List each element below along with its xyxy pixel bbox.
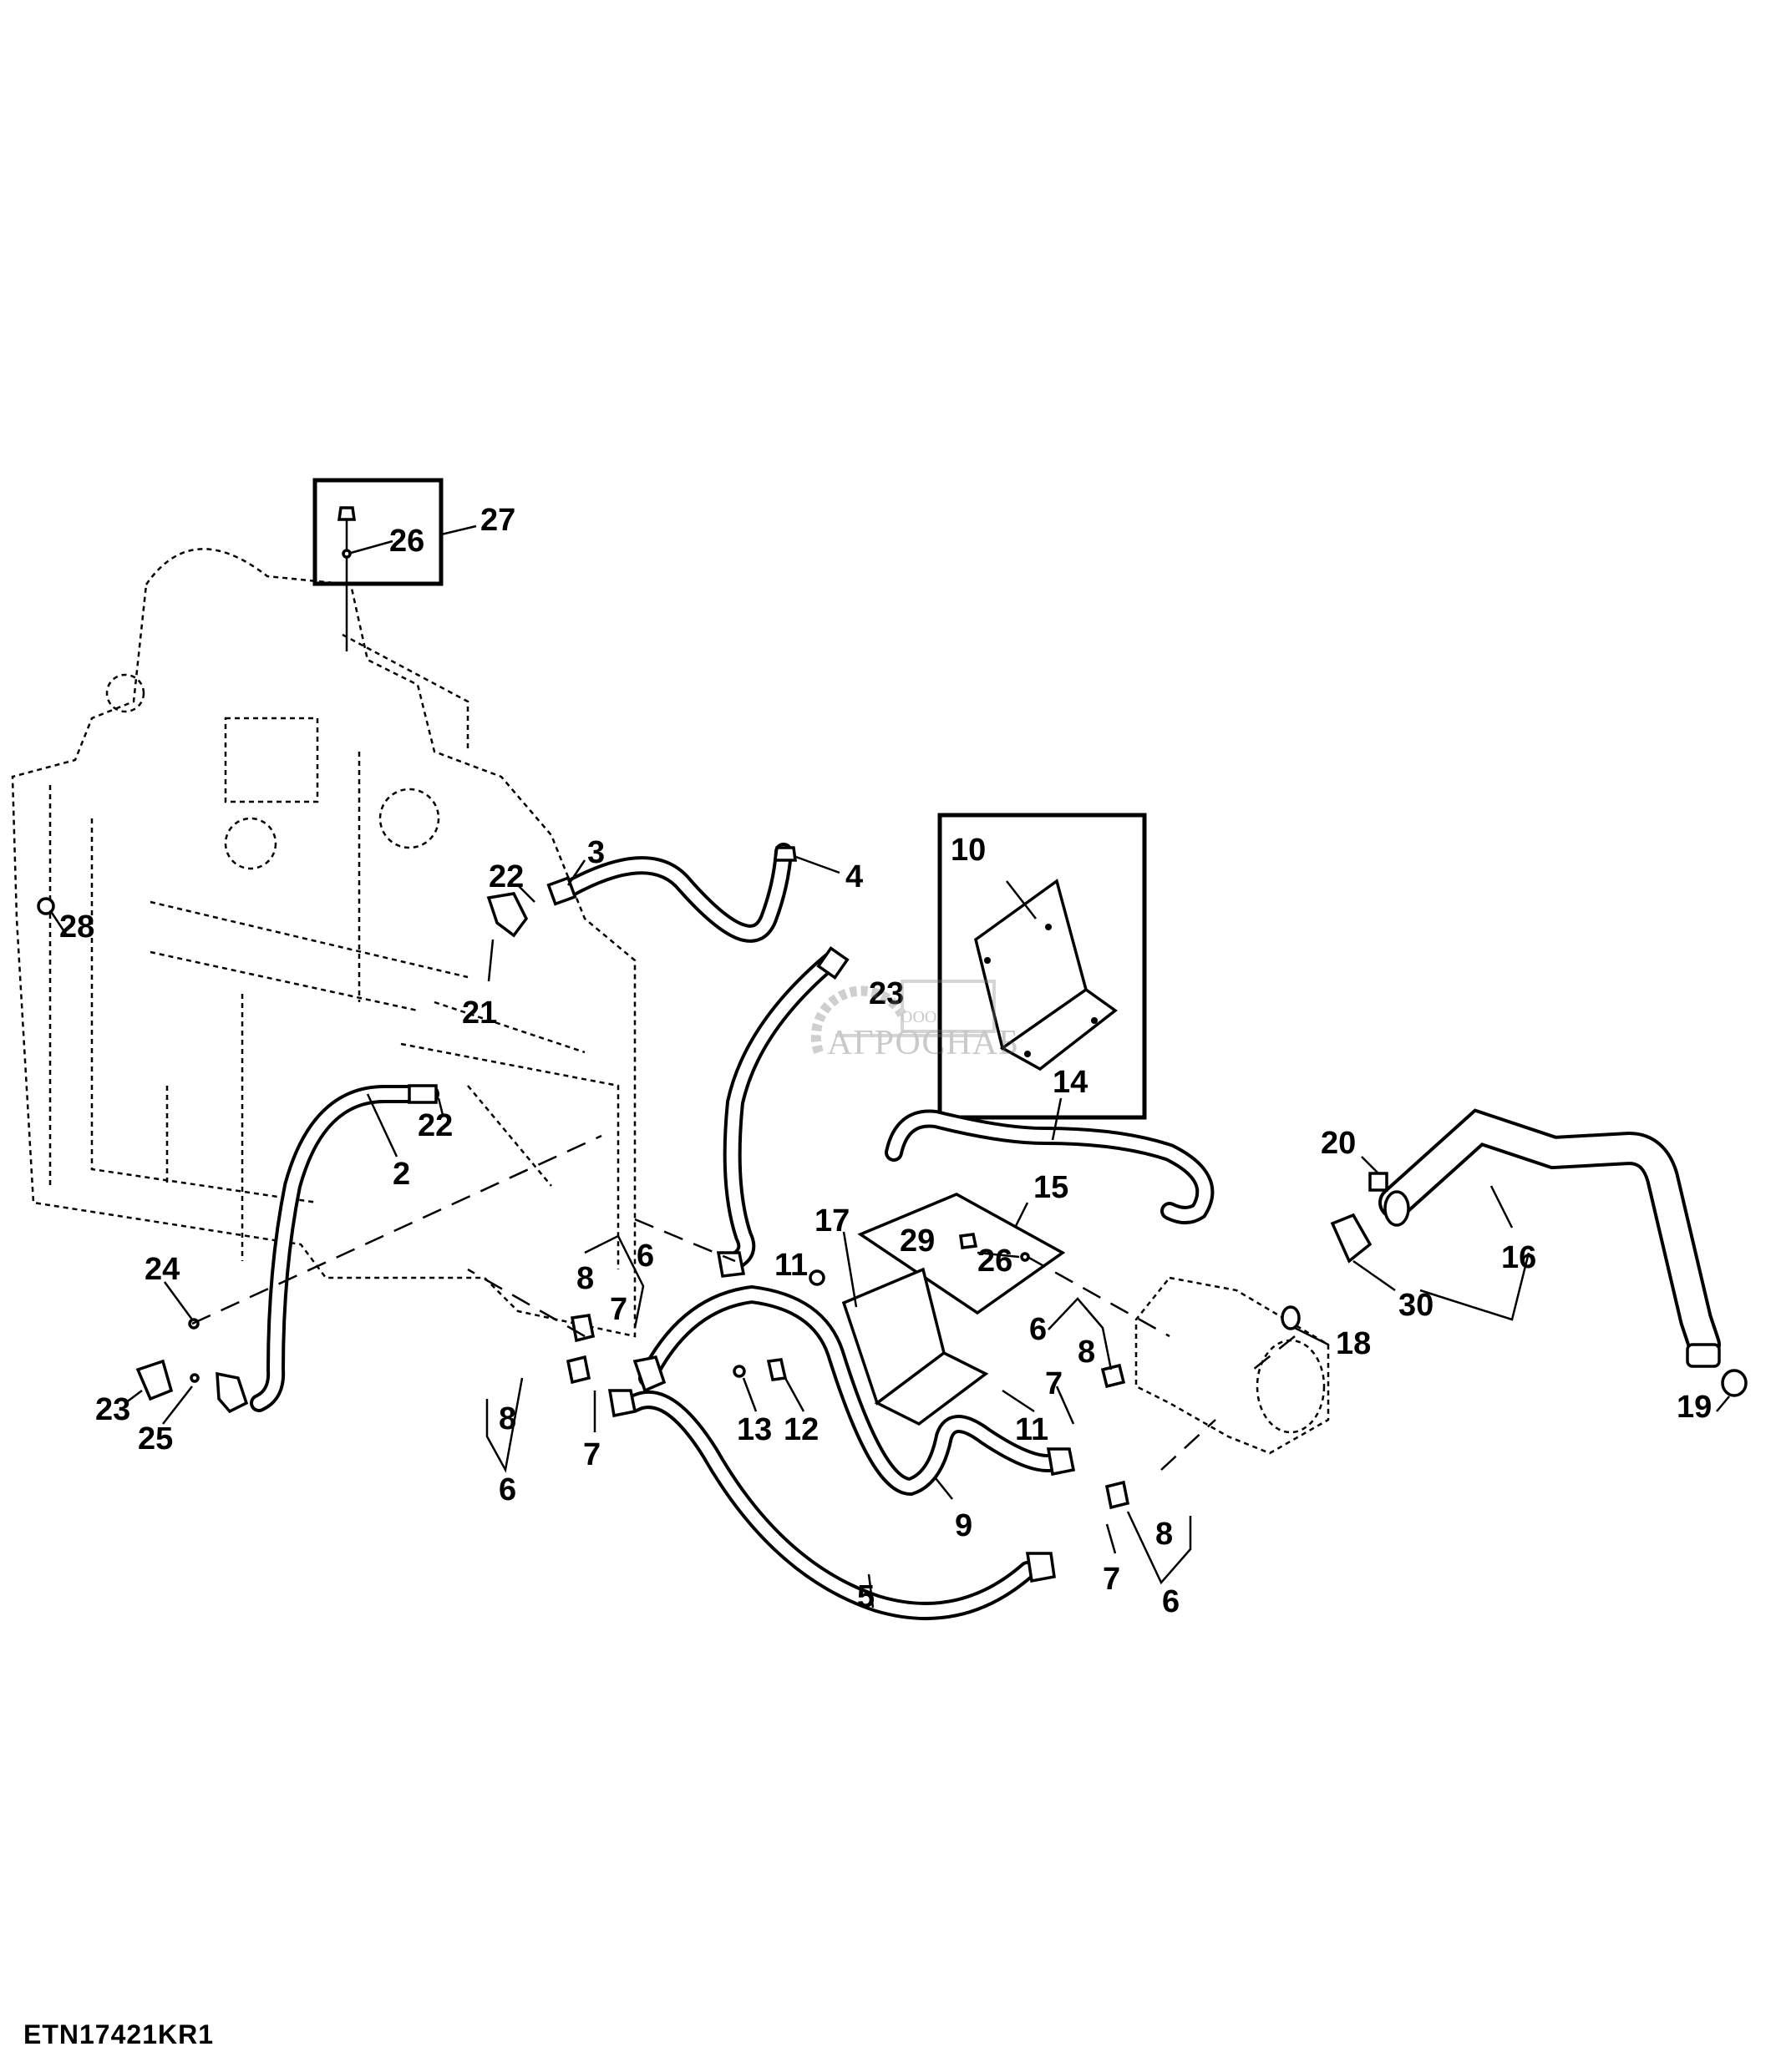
gear-icon xyxy=(810,980,996,1055)
callout-6: 6 xyxy=(499,1472,516,1507)
callout-4: 4 xyxy=(845,859,863,894)
callout-14: 14 xyxy=(1053,1065,1088,1100)
callout-8: 8 xyxy=(499,1401,516,1436)
callout-17: 17 xyxy=(814,1203,850,1239)
callout-23: 23 xyxy=(869,976,904,1011)
callout-22: 22 xyxy=(418,1108,453,1143)
inset-box-plug xyxy=(312,478,444,586)
plug-icon xyxy=(337,506,357,651)
bracket-10-icon xyxy=(974,879,1118,1071)
hose-vertical xyxy=(716,946,850,1278)
callout-6: 6 xyxy=(1029,1312,1047,1347)
transmission-housing xyxy=(11,548,637,1338)
hose-9 xyxy=(632,1284,1076,1497)
callout-3: 3 xyxy=(587,835,605,870)
watermark-name: АГРОСНАБ xyxy=(827,1024,1020,1062)
callout-7: 7 xyxy=(583,1437,601,1472)
callout-20: 20 xyxy=(1321,1126,1356,1161)
callout-5: 5 xyxy=(857,1579,875,1614)
leader-lines xyxy=(48,524,1730,1608)
callout-7: 7 xyxy=(1103,1562,1120,1597)
callout-30: 30 xyxy=(1398,1288,1433,1323)
hose-2 xyxy=(216,1084,439,1414)
small-parts xyxy=(37,897,1748,1510)
callout-27: 27 xyxy=(480,503,515,538)
callout-26: 26 xyxy=(977,1244,1012,1279)
callouts: 27 26 3 4 22 21 28 22 2 23 10 14 15 20 1… xyxy=(59,503,1712,1619)
callout-8: 8 xyxy=(576,1261,594,1296)
callout-25: 25 xyxy=(138,1421,173,1456)
callout-2: 2 xyxy=(393,1157,410,1192)
callout-6: 6 xyxy=(637,1239,654,1274)
clamp-4 xyxy=(774,846,797,862)
plate-15 xyxy=(857,1193,1066,1315)
callout-21: 21 xyxy=(462,995,497,1031)
filter-housing xyxy=(1134,1276,1330,1455)
figure-code: ETN17421KR1 xyxy=(23,2019,214,2049)
watermark-prefix: ООО xyxy=(901,1008,937,1026)
hose-14 xyxy=(885,1109,1215,1224)
callout-9: 9 xyxy=(955,1508,972,1543)
callout-24: 24 xyxy=(145,1252,180,1287)
callout-19: 19 xyxy=(1677,1390,1712,1425)
callout-8: 8 xyxy=(1155,1517,1173,1552)
bracket-17-flange xyxy=(874,1350,989,1426)
callout-11: 11 xyxy=(774,1248,808,1283)
callout-7: 7 xyxy=(610,1292,627,1327)
callout-11: 11 xyxy=(1015,1412,1048,1447)
hose-3 xyxy=(546,843,793,943)
watermark-logo: ООО АГРОСНАБ xyxy=(802,973,1019,1098)
inset-box-bracket xyxy=(937,813,1147,1120)
callout-10: 10 xyxy=(951,833,986,868)
callout-16: 16 xyxy=(1501,1240,1536,1275)
callout-12: 12 xyxy=(784,1412,819,1447)
callout-15: 15 xyxy=(1033,1170,1068,1205)
callout-28: 28 xyxy=(59,909,94,945)
callout-6: 6 xyxy=(1162,1584,1180,1619)
hose-5 xyxy=(607,1389,1056,1620)
callout-26: 26 xyxy=(389,524,424,559)
callout-18: 18 xyxy=(1336,1326,1371,1361)
callout-23: 23 xyxy=(95,1392,130,1427)
callout-29: 29 xyxy=(900,1223,935,1259)
callout-22: 22 xyxy=(489,859,524,894)
callout-8: 8 xyxy=(1078,1335,1095,1370)
callout-7: 7 xyxy=(1045,1366,1063,1401)
elbow-21 xyxy=(486,892,529,938)
pipe-16 xyxy=(1378,1108,1721,1368)
callout-13: 13 xyxy=(737,1412,772,1447)
